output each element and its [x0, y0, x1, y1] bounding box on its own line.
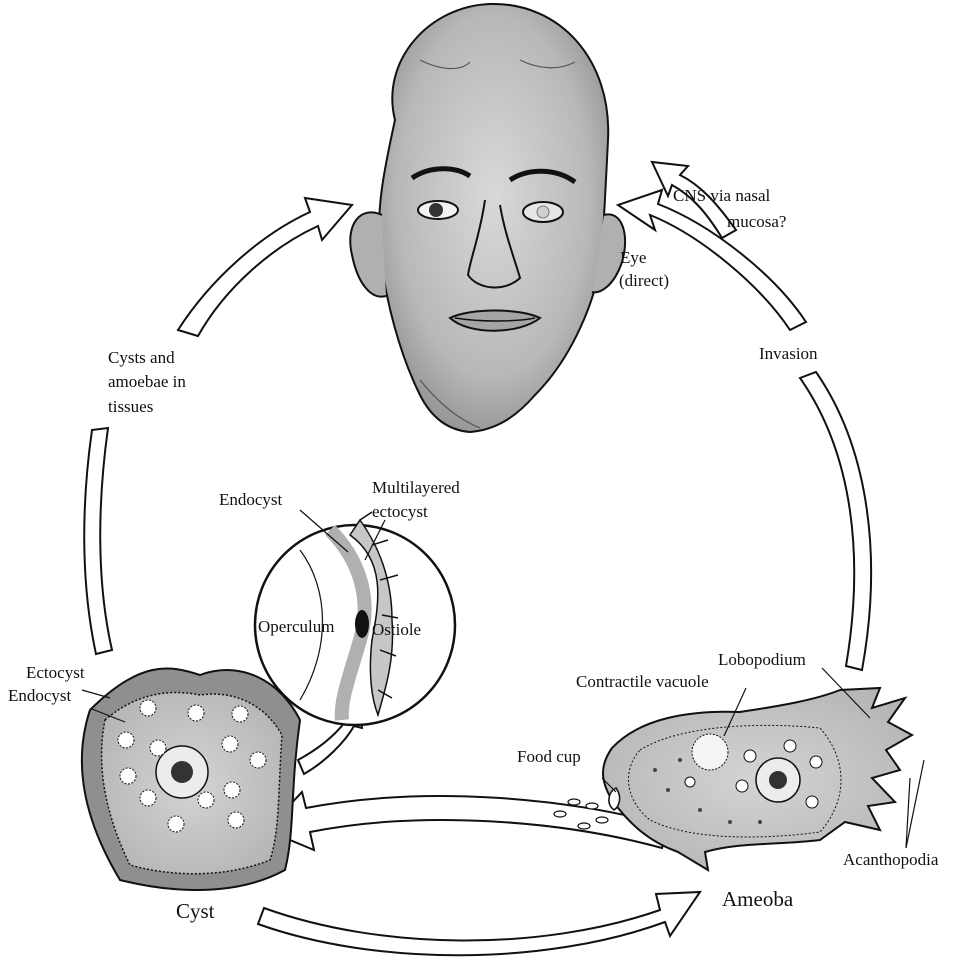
label-cns-line2: mucosa?	[727, 212, 786, 232]
label-multilayered-line1: Multilayered	[372, 478, 460, 498]
label-ameoba: Ameoba	[722, 887, 793, 911]
label-invasion: Invasion	[759, 344, 818, 364]
label-endocyst-detail: Endocyst	[219, 490, 282, 510]
human-head-illustration	[350, 4, 625, 432]
label-lobopodium: Lobopodium	[718, 650, 806, 670]
label-cns-line1: CNS via nasal	[673, 186, 770, 206]
label-cyst: Cyst	[176, 899, 215, 923]
arrow-cyst-to-tissues	[84, 428, 112, 654]
label-multilayered-line2: ectocyst	[372, 502, 428, 522]
left-ear	[350, 212, 386, 296]
ameoba-illustration	[554, 668, 924, 870]
label-ostiole: Ostiole	[372, 620, 421, 640]
label-cysts-line1: Cysts and	[108, 348, 175, 368]
label-eye-line1: Eye	[620, 248, 646, 268]
arrow-ameoba-to-invasion	[800, 372, 871, 670]
label-cysts-line2: amoebae in	[108, 372, 186, 392]
label-eye-line2: (direct)	[619, 271, 669, 291]
label-food-cup: Food cup	[517, 747, 581, 767]
label-endocyst-cyst: Endocyst	[8, 686, 71, 706]
arrow-tissues-to-head	[178, 198, 352, 336]
label-operculum: Operculum	[258, 617, 334, 637]
ostiole-plug	[355, 610, 369, 638]
cyst-illustration	[82, 668, 300, 890]
arrow-cyst-to-ameoba	[258, 892, 700, 955]
label-acanthopodia: Acanthopodia	[843, 850, 938, 870]
label-contractile-vacuole: Contractile vacuole	[576, 672, 709, 692]
label-ectocyst: Ectocyst	[26, 663, 85, 683]
head-outline	[379, 4, 608, 432]
label-cysts-line3: tissues	[108, 397, 153, 417]
contractile-vacuole	[692, 734, 728, 770]
